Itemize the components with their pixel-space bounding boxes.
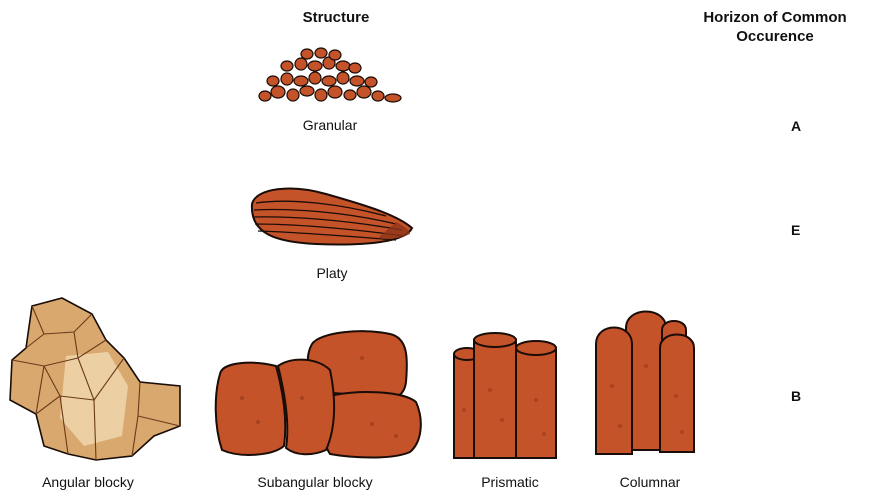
platy-illustration [246,182,416,250]
angular-blocky-illustration [4,296,184,464]
granular-label: Granular [280,117,380,133]
subangular-blocky-illustration [212,328,426,464]
angular-blocky-label: Angular blocky [8,474,168,490]
horizon-e: E [791,222,800,238]
subangular-blocky-label: Subangular blocky [230,474,400,490]
platy-label: Platy [282,265,382,281]
prismatic-illustration [450,330,570,464]
prismatic-label: Prismatic [455,474,565,490]
horizon-b: B [791,388,801,404]
structure-header: Structure [276,8,396,27]
horizon-a: A [791,118,801,134]
granular-illustration [255,48,405,106]
horizon-header: Horizon of Common Occurence [700,8,850,46]
columnar-illustration [590,306,710,460]
columnar-label: Columnar [595,474,705,490]
